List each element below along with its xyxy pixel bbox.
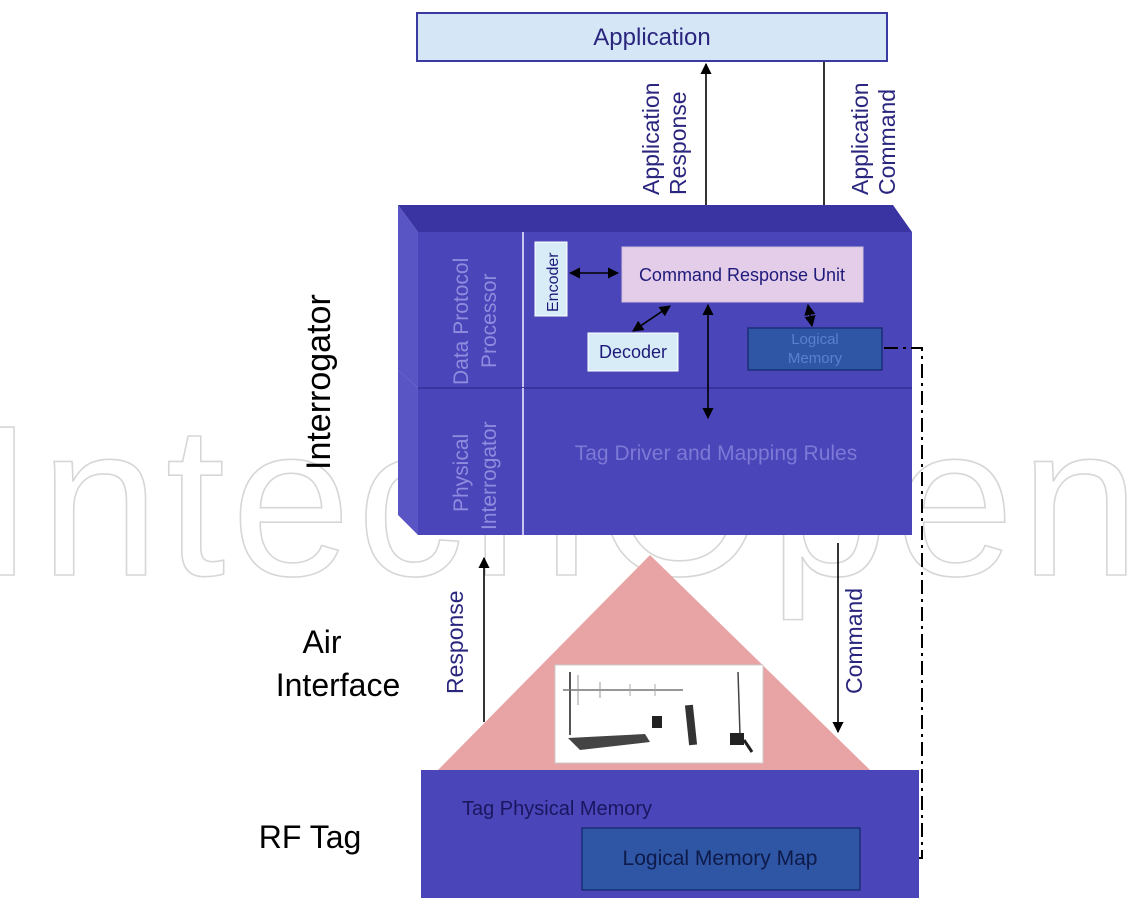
encoder-box: Encoder xyxy=(534,241,568,317)
application-command-label-2: Command xyxy=(874,89,900,195)
decoder-box: Decoder xyxy=(587,332,679,372)
physical-interrogator-block xyxy=(398,370,912,535)
decoder-cru-arrow xyxy=(632,305,671,332)
logical-memory-box: Logical Memory xyxy=(747,327,883,371)
tag-physical-memory-label: Tag Physical Memory xyxy=(462,798,652,820)
physical-label-2: Interrogator xyxy=(478,421,501,530)
physical-label-1: Physical xyxy=(450,434,473,512)
encoder-label: Encoder xyxy=(545,252,562,312)
application-command-label-1: Application xyxy=(847,82,873,195)
rf-tag-block: Tag Physical Memory Logical Memory Map xyxy=(421,770,919,898)
application-box: Application xyxy=(416,12,888,62)
air-interface-label-1: Air xyxy=(302,624,341,660)
rf-tag-label: RF Tag xyxy=(259,819,362,855)
command-response-unit-label: Command Response Unit xyxy=(639,265,845,285)
logical-memory-label-2: Memory xyxy=(788,350,843,367)
data-protocol-label-2: Processor xyxy=(478,273,501,368)
logical-memory-cru-arrow xyxy=(804,303,816,328)
command-label: Command xyxy=(841,588,867,694)
response-label: Response xyxy=(442,590,468,694)
rfid-antenna-illustration xyxy=(554,664,764,764)
logical-memory-map-label: Logical Memory Map xyxy=(623,847,818,870)
data-protocol-label-1: Data Protocol xyxy=(450,258,473,385)
application-response-label-2: Response xyxy=(665,91,691,195)
command-response-unit-box: Command Response Unit xyxy=(621,246,864,303)
application-response-label-1: Application xyxy=(638,82,664,195)
air-interface-label-2: Interface xyxy=(276,667,401,703)
logical-memory-label-1: Logical xyxy=(791,331,839,348)
interrogator-label: Interrogator xyxy=(300,294,338,470)
tag-driver-label: Tag Driver and Mapping Rules xyxy=(575,442,857,465)
application-label: Application xyxy=(593,24,710,51)
decoder-label: Decoder xyxy=(599,342,667,362)
